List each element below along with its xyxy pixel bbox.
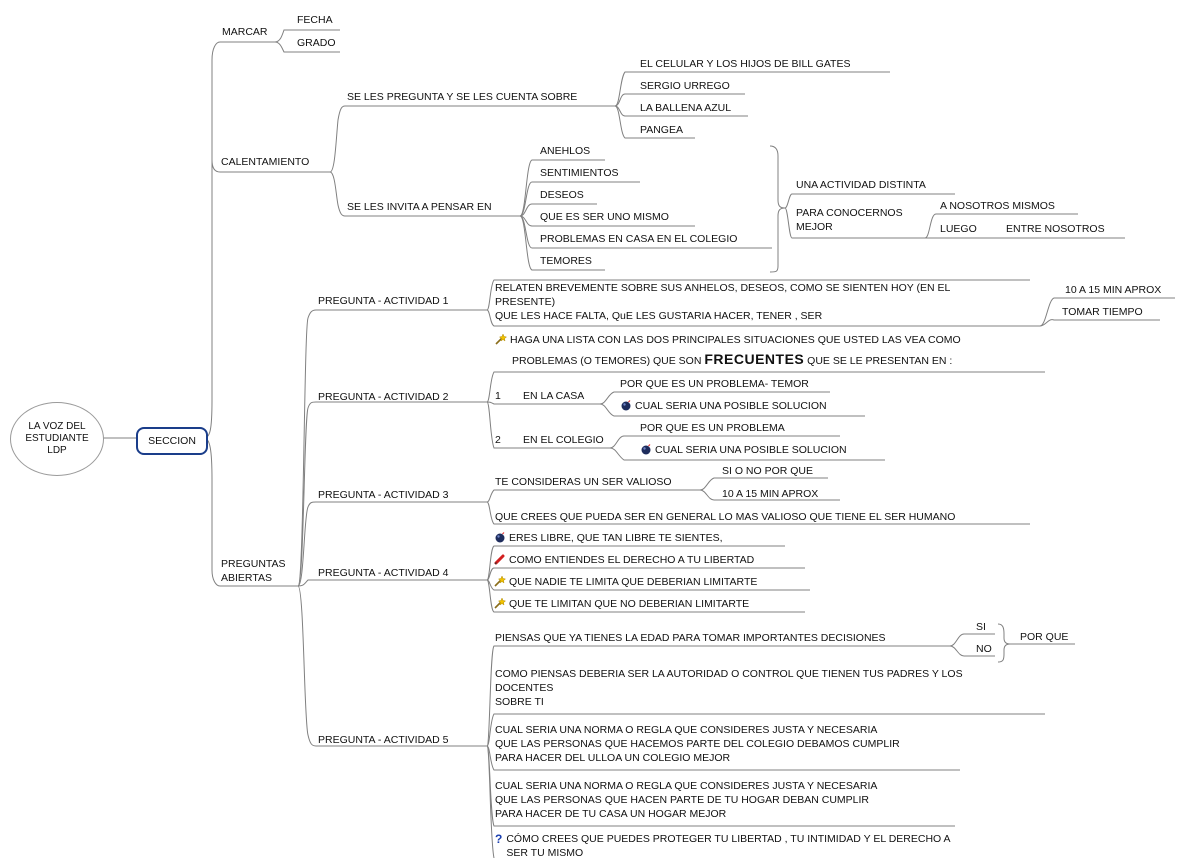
norma-hogar-node[interactable]: CUAL SERIA UNA NORMA O REGLA QUE CONSIDE…: [495, 780, 878, 820]
sentimientos-node[interactable]: SENTIMIENTOS: [540, 167, 619, 179]
anhelos-node[interactable]: ANEHLOS: [540, 145, 591, 157]
temores-node[interactable]: TEMORES: [540, 255, 592, 267]
nadie-limita-node[interactable]: QUE NADIE TE LIMITA QUE DEBERIAN LIMITAR…: [494, 575, 757, 589]
casa-solucion-label: CUAL SERIA UNA POSIBLE SOLUCION: [635, 400, 827, 412]
lista-line1: HAGA UNA LISTA CON LAS DOS PRINCIPALES S…: [510, 334, 961, 346]
actividad-1-node[interactable]: PREGUNTA - ACTIVIDAD 1: [318, 295, 449, 307]
ser-valioso-node[interactable]: TE CONSIDERAS UN SER VALIOSO: [495, 476, 672, 488]
derecho-libertad-node[interactable]: COMO ENTIENDES EL DERECHO A TU LIBERTAD: [494, 553, 754, 567]
si-node[interactable]: SI: [976, 621, 986, 633]
frecuentes-line-c: QUE SE LE PRESENTAN EN :: [804, 355, 953, 367]
eres-libre-label: ERES LIBRE, QUE TAN LIBRE TE SIENTES,: [509, 532, 723, 544]
grado-node[interactable]: GRADO: [297, 37, 336, 49]
luego-node[interactable]: LUEGO: [940, 223, 977, 235]
casa-porque-node[interactable]: POR QUE ES UN PROBLEMA- TEMOR: [620, 378, 809, 390]
magic-wand-icon: [495, 333, 507, 345]
uno-mismo-node[interactable]: QUE ES SER UNO MISMO: [540, 211, 669, 223]
sergio-node[interactable]: SERGIO URREGO: [640, 80, 730, 92]
derecho-libertad-label: COMO ENTIENDES EL DERECHO A TU LIBERTAD: [509, 554, 755, 566]
lista-node[interactable]: HAGA UNA LISTA CON LAS DOS PRINCIPALES S…: [495, 333, 961, 347]
bomb-icon: [641, 444, 651, 455]
actividad-2-node[interactable]: PREGUNTA - ACTIVIDAD 2: [318, 391, 449, 403]
ballena-node[interactable]: LA BALLENA AZUL: [640, 102, 732, 114]
pregunta-cuenta-node[interactable]: SE LES PREGUNTA Y SE LES CUENTA SOBRE: [347, 91, 578, 103]
norma-colegio-node[interactable]: CUAL SERIA UNA NORMA O REGLA QUE CONSIDE…: [495, 724, 900, 764]
magic-wand-icon: [494, 597, 506, 609]
fecha-node[interactable]: FECHA: [297, 14, 333, 26]
en-el-colegio-node[interactable]: EN EL COLEGIO: [523, 434, 604, 446]
frecuentes-word: FRECUENTES: [704, 351, 805, 367]
colegio-porque-node[interactable]: POR QUE ES UN PROBLEMA: [640, 422, 785, 434]
min-aprox-node[interactable]: 10 A 15 MIN APROX: [1065, 284, 1162, 296]
crayon-icon: [494, 554, 505, 565]
eres-libre-node[interactable]: ERES LIBRE, QUE TAN LIBRE TE SIENTES,: [494, 531, 723, 545]
libertad-node[interactable]: ?CÓMO CREES QUE PUEDES PROTEGER TU LIBER…: [495, 832, 951, 858]
magic-wand-icon: [494, 575, 506, 587]
libertad-label: CÓMO CREES QUE PUEDES PROTEGER TU LIBERT…: [506, 833, 951, 858]
marcar-node[interactable]: MARCAR: [222, 26, 268, 38]
preguntas-abiertas-node[interactable]: PREGUNTAS ABIERTAS: [221, 558, 286, 584]
calentamiento-node[interactable]: CALENTAMIENTO: [221, 156, 310, 168]
question-icon: ?: [495, 832, 503, 846]
en-la-casa-node[interactable]: EN LA CASA: [523, 390, 585, 402]
seccion-node[interactable]: SECCION: [136, 427, 208, 455]
problemas-casa-node[interactable]: PROBLEMAS EN CASA EN EL COLEGIO: [540, 233, 738, 245]
si-no-porque-node[interactable]: SI O NO POR QUE: [722, 465, 814, 477]
invita-node[interactable]: SE LES INVITA A PENSAR EN: [347, 201, 492, 213]
actividad-distinta-node[interactable]: UNA ACTIVIDAD DISTINTA: [796, 179, 926, 191]
edad-node[interactable]: PIENSAS QUE YA TIENES LA EDAD PARA TOMAR…: [495, 632, 886, 644]
nosotros-mismos-node[interactable]: A NOSOTROS MISMOS: [940, 200, 1055, 212]
colegio-solucion-node[interactable]: CUAL SERIA UNA POSIBLE SOLUCION: [640, 443, 847, 457]
autoridad-node[interactable]: COMO PIENSAS DEBERIA SER LA AUTORIDAD O …: [495, 668, 963, 708]
te-limitan-label: QUE TE LIMITAN QUE NO DEBERIAN LIMITARTE: [509, 598, 750, 610]
frecuentes-line-a: PROBLEMAS (O TEMORES) QUE SON: [512, 355, 705, 367]
te-limitan-node[interactable]: QUE TE LIMITAN QUE NO DEBERIAN LIMITARTE: [494, 597, 749, 611]
entre-nosotros-node[interactable]: ENTRE NOSOTROS: [1006, 223, 1105, 235]
actividad-4-node[interactable]: PREGUNTA - ACTIVIDAD 4: [318, 567, 449, 579]
numero-1: 1: [495, 390, 501, 402]
problemas-frecuentes-node[interactable]: PROBLEMAS (O TEMORES) QUE SON FRECUENTES…: [512, 352, 952, 368]
seccion-label: SECCION: [148, 435, 196, 447]
central-topic[interactable]: LA VOZ DEL ESTUDIANTE LDP: [10, 402, 104, 476]
bomb-icon: [621, 400, 631, 411]
no-node[interactable]: NO: [976, 643, 992, 655]
celular-node[interactable]: EL CELULAR Y LOS HIJOS DE BILL GATES: [640, 58, 851, 70]
colegio-solucion-label: CUAL SERIA UNA POSIBLE SOLUCION: [655, 444, 847, 456]
bomb-icon: [495, 532, 505, 543]
nadie-limita-label: QUE NADIE TE LIMITA QUE DEBERIAN LIMITAR…: [509, 576, 758, 588]
actividad-5-node[interactable]: PREGUNTA - ACTIVIDAD 5: [318, 734, 449, 746]
actividad-3-node[interactable]: PREGUNTA - ACTIVIDAD 3: [318, 489, 449, 501]
pangea-node[interactable]: PANGEA: [640, 124, 683, 136]
central-topic-label: LA VOZ DEL ESTUDIANTE LDP: [25, 421, 89, 456]
casa-solucion-node[interactable]: CUAL SERIA UNA POSIBLE SOLUCION: [620, 399, 827, 413]
por-que-node[interactable]: POR QUE: [1020, 631, 1069, 643]
mas-valioso-node[interactable]: QUE CREES QUE PUEDA SER EN GENERAL LO MA…: [495, 511, 956, 523]
actividad-1-text[interactable]: RELATEN BREVEMENTE SOBRE SUS ANHELOS, DE…: [495, 282, 951, 322]
deseos-node[interactable]: DESEOS: [540, 189, 584, 201]
min-aprox-2-node[interactable]: 10 A 15 MIN APROX: [722, 488, 819, 500]
numero-2: 2: [495, 434, 501, 446]
tomar-tiempo-node[interactable]: TOMAR TIEMPO: [1062, 306, 1143, 318]
conocernos-node[interactable]: PARA CONOCERNOS MEJOR: [796, 207, 903, 233]
